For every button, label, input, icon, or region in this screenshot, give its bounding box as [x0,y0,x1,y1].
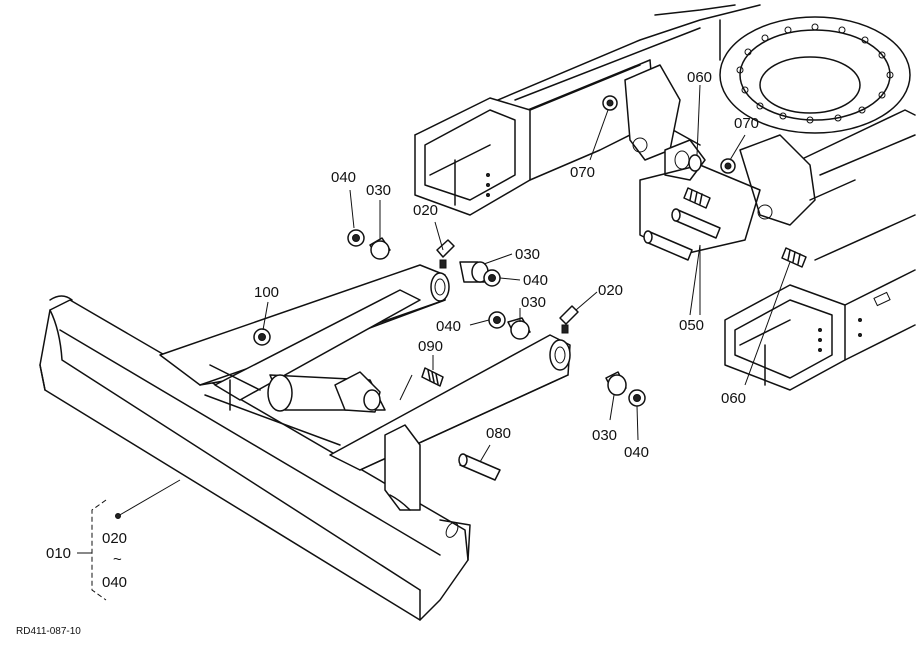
part-070-nut-b [720,158,736,174]
leader-lines [115,84,791,519]
callout-050: 050 [679,317,704,334]
part-100-nut [253,328,271,346]
callout-020-right: 020 [598,282,623,299]
part-040-washer-d [628,389,646,407]
callout-040-upper-left: 040 [331,169,356,186]
assembly-range-tilde: ~ [113,551,122,568]
callout-070-right: 070 [734,115,759,132]
part-040-washer-a [347,229,365,247]
part-060-bolt-b [781,247,807,268]
callout-060-lower: 060 [721,390,746,407]
assembly-range-start: 020 [102,530,127,547]
part-060-bolt-a [683,154,711,209]
reference-code: RD411-087-10 [16,626,81,637]
callout-080: 080 [486,425,511,442]
machine-frame [414,4,916,391]
part-030-bushing-a [369,237,391,260]
part-030-bushing-d [605,371,627,396]
callout-040-center: 040 [436,318,461,335]
part-050-pins [643,208,721,261]
part-030-bushing-c [507,317,531,340]
frame-rivets [486,173,862,352]
part-070-nut-a [602,95,618,111]
part-040-washer-c [488,311,506,329]
callout-labels: 010 020 020 030 030 030 030 040 040 040 … [16,69,759,637]
callout-030-lower-right: 030 [592,427,617,444]
callout-010: 010 [46,545,71,562]
part-020-grease-fitting-a [436,239,455,269]
part-080-pin [458,453,501,481]
ring-bolt-holes [736,23,894,124]
callout-030-upper-left: 030 [366,182,391,199]
callout-090: 090 [418,338,443,355]
callout-100: 100 [254,284,279,301]
callout-040-middle: 040 [523,272,548,289]
part-020-grease-fitting-b [559,305,579,334]
part-040-washer-b [483,269,501,287]
dozer-blade-assembly [39,264,571,621]
part-090-bolt [421,367,444,387]
callout-030-center: 030 [521,294,546,311]
assembly-range-end: 040 [102,574,127,591]
callout-070-left: 070 [570,164,595,181]
assembly-bracket-010 [77,499,107,601]
callout-020-upper: 020 [413,202,438,219]
callout-060-upper: 060 [687,69,712,86]
callout-040-lower-right: 040 [624,444,649,461]
callout-030-middle: 030 [515,246,540,263]
loose-parts [253,95,807,481]
